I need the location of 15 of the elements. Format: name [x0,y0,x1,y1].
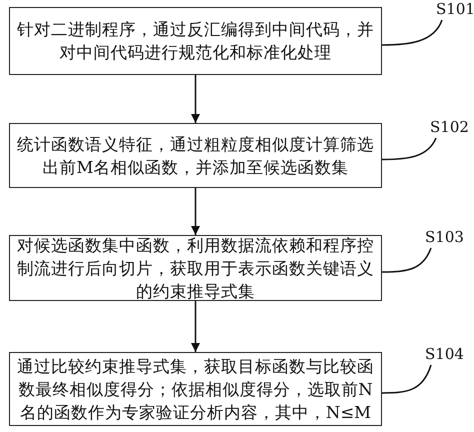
process-box: 针对二进制程序，通过反汇编得到中间代码，并对中间代码进行规范化和标准化处理 [9,7,382,75]
process-box: 统计函数语义特征，通过粗粒度相似度计算筛选出前M名相似函数，并添加至候选函数集 [9,123,382,188]
arrow [191,188,200,235]
arrow [191,301,200,352]
step-number: S101 [436,0,474,18]
step-number: S103 [425,228,464,246]
leader-line [382,364,432,394]
leader-line [382,138,437,160]
leader-line [382,248,432,273]
leader-line [382,20,443,46]
arrow [191,75,200,123]
process-box: 对候选函数集中函数，利用数据流依赖和程序控制流进行后向切片，获取用于表示函数关键语义的约束推导式集 [9,235,382,301]
step-number: S104 [425,345,464,363]
step-number: S102 [430,118,469,136]
process-box: 通过比较约束推导式集，获取目标函数与比较函数最终相似度得分；依据相似度得分，选取前N名的函数作为专家验证分析内容，其中，N≤M [9,352,382,426]
